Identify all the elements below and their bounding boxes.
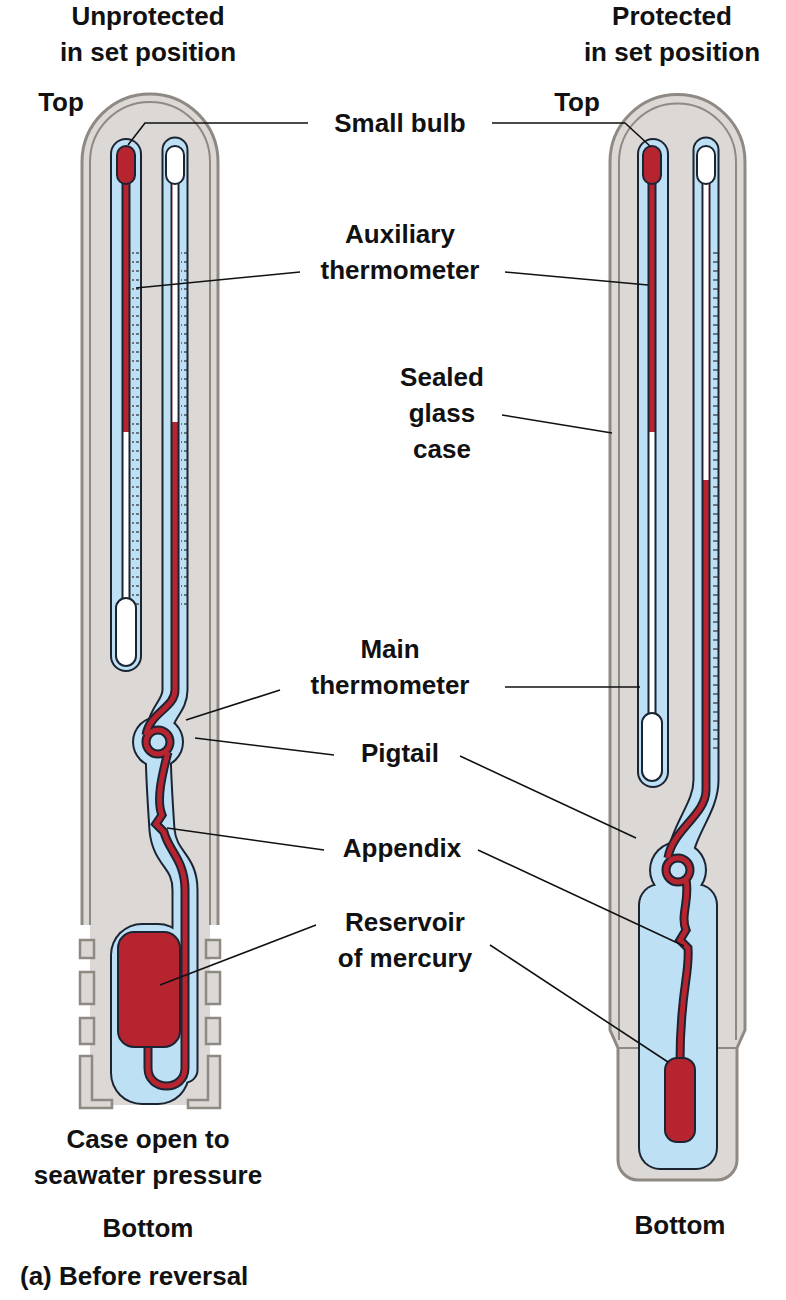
note-label: Case open to seawater pressure [34,1121,262,1193]
text-line: Auxiliary [321,216,480,252]
leader-lines [128,123,684,1062]
end-label: Top [554,84,600,120]
text-line: in set position [60,34,236,70]
end-label: Bottom [635,1207,726,1243]
part-label: Appendix [343,830,461,866]
part-label: Auxiliary thermometer [321,216,480,288]
text-line: Unprotected [60,0,236,34]
protected-case [610,94,745,1180]
end-label: Top [38,84,84,120]
text-line: Protected [584,0,760,34]
text-line: glass [400,395,484,431]
text-line: seawater pressure [34,1157,262,1193]
part-label: Sealed glass case [400,359,484,467]
text-line: thermometer [321,252,480,288]
text-line: of mercury [338,940,472,976]
heading: Unprotected in set position [60,0,236,70]
text-line: Case open to [34,1121,262,1157]
text-line: case [400,431,484,467]
text-line: Main [311,631,470,667]
unprotected-glass [110,138,190,1105]
part-label: Main thermometer [311,631,470,703]
text-line: Reservoir [338,904,472,940]
text-line: in set position [584,34,760,70]
protected-glass [637,138,720,1170]
end-label: Bottom [103,1210,194,1246]
protected-mercury [642,146,715,1142]
heading: Protected in set position [584,0,760,70]
part-label: Small bulb [334,105,465,141]
part-label: Pigtail [361,735,439,771]
part-label: Reservoir of mercury [338,904,472,976]
figure-caption: (a) Before reversal [20,1258,248,1294]
unprotected-case [80,94,220,1108]
text-line: thermometer [311,667,470,703]
text-line: Sealed [400,359,484,395]
